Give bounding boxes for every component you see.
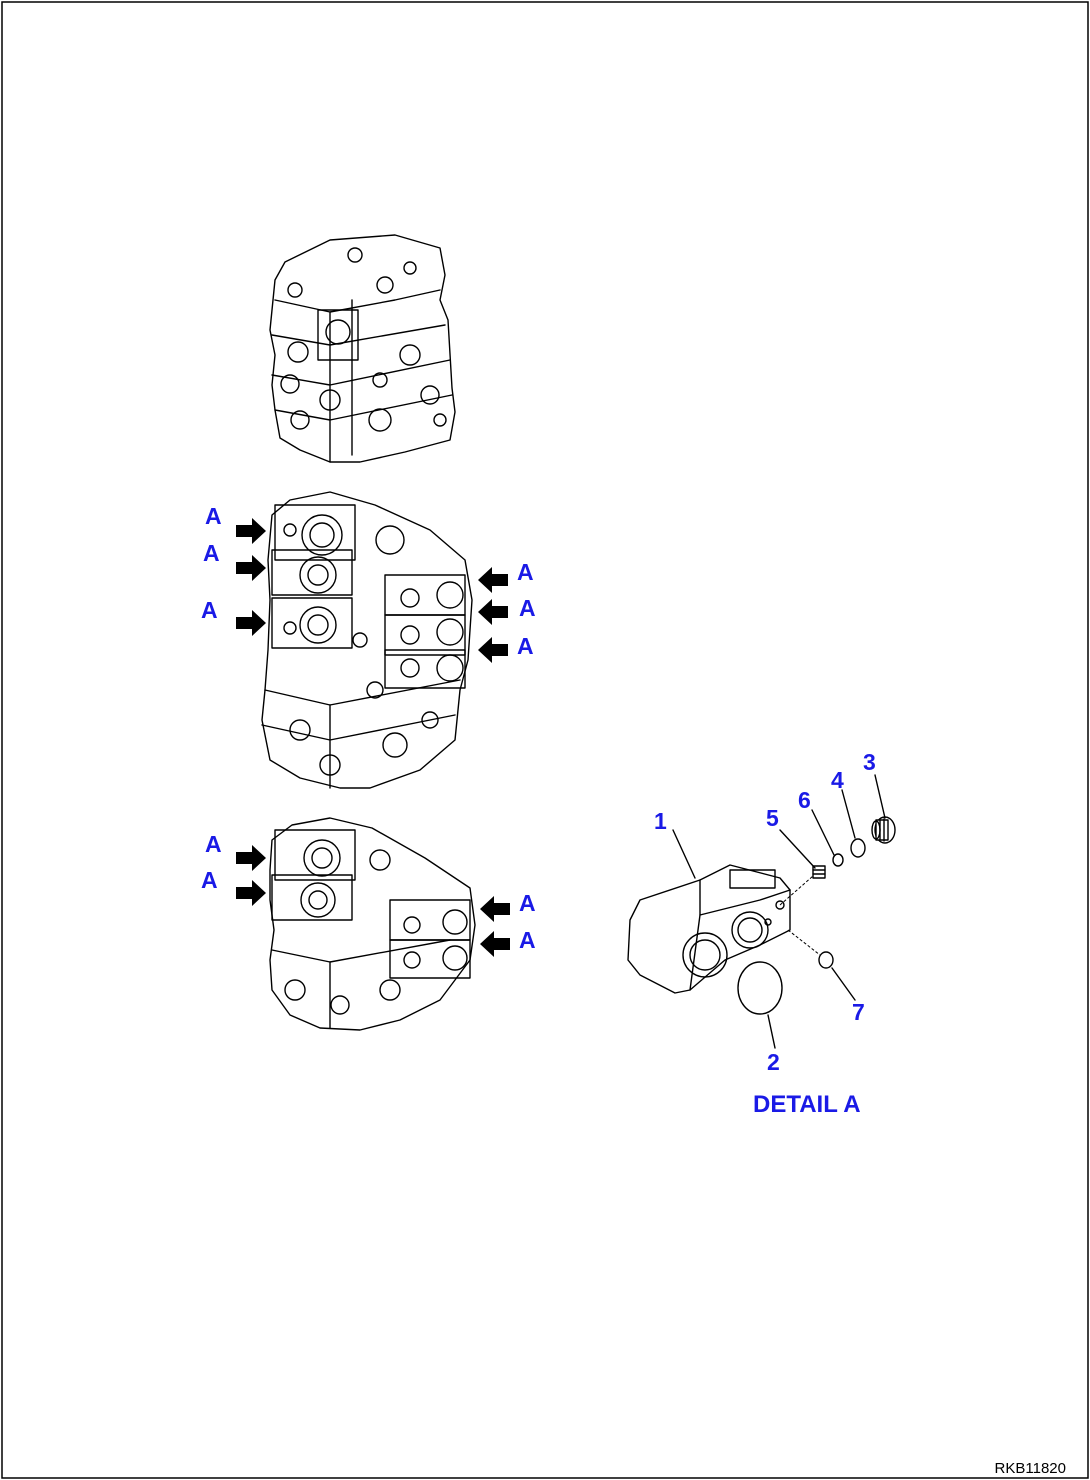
part-number-7: 7	[852, 999, 865, 1025]
part-number-4: 4	[831, 767, 844, 793]
reference-code: RKB11820	[995, 1460, 1066, 1477]
part-7-o-ring	[818, 951, 834, 969]
arrow-right-icon	[236, 610, 266, 636]
valve-assembly-middle	[261, 491, 473, 789]
callout-label-a: A	[201, 867, 218, 893]
part-number-labels: 1 2 3 4 5 6 7	[654, 749, 876, 1075]
arrow-left-icon	[480, 931, 510, 957]
callout-label-a: A	[203, 540, 220, 566]
arrow-right-icon	[236, 880, 266, 906]
callout-label-a: A	[517, 559, 534, 585]
part-number-6: 6	[798, 787, 811, 813]
arrow-left-icon	[478, 637, 508, 663]
part-3-plug	[871, 816, 896, 844]
part-number-2: 2	[767, 1049, 780, 1075]
callout-label-a: A	[519, 927, 536, 953]
callout-label-a: A	[205, 831, 222, 857]
valve-assembly-bottom	[269, 817, 476, 1031]
callout-label-a: A	[517, 633, 534, 659]
arrow-right-icon	[236, 555, 266, 581]
detail-title: DETAIL A	[753, 1091, 861, 1118]
arrow-right-icon	[236, 518, 266, 544]
part-1-cover	[627, 864, 791, 994]
callout-letters: A A A A A A A A A A	[201, 503, 536, 953]
detail-a-drawing	[627, 774, 896, 1049]
callout-label-a: A	[201, 597, 218, 623]
part-number-3: 3	[863, 749, 876, 775]
part-number-1: 1	[654, 808, 667, 834]
callout-label-a: A	[519, 890, 536, 916]
arrow-right-icon	[236, 845, 266, 871]
part-number-5: 5	[766, 805, 779, 831]
callout-label-a: A	[205, 503, 222, 529]
callout-label-a: A	[519, 595, 536, 621]
part-6-ring	[832, 853, 844, 867]
callout-arrows	[236, 518, 510, 957]
arrow-left-icon	[478, 567, 508, 593]
arrow-left-icon	[480, 896, 510, 922]
arrow-left-icon	[478, 599, 508, 625]
part-2-o-ring	[737, 961, 783, 1015]
part-5-fitting	[812, 865, 826, 879]
valve-assembly-top	[269, 234, 456, 463]
part-4-o-ring	[850, 838, 866, 858]
